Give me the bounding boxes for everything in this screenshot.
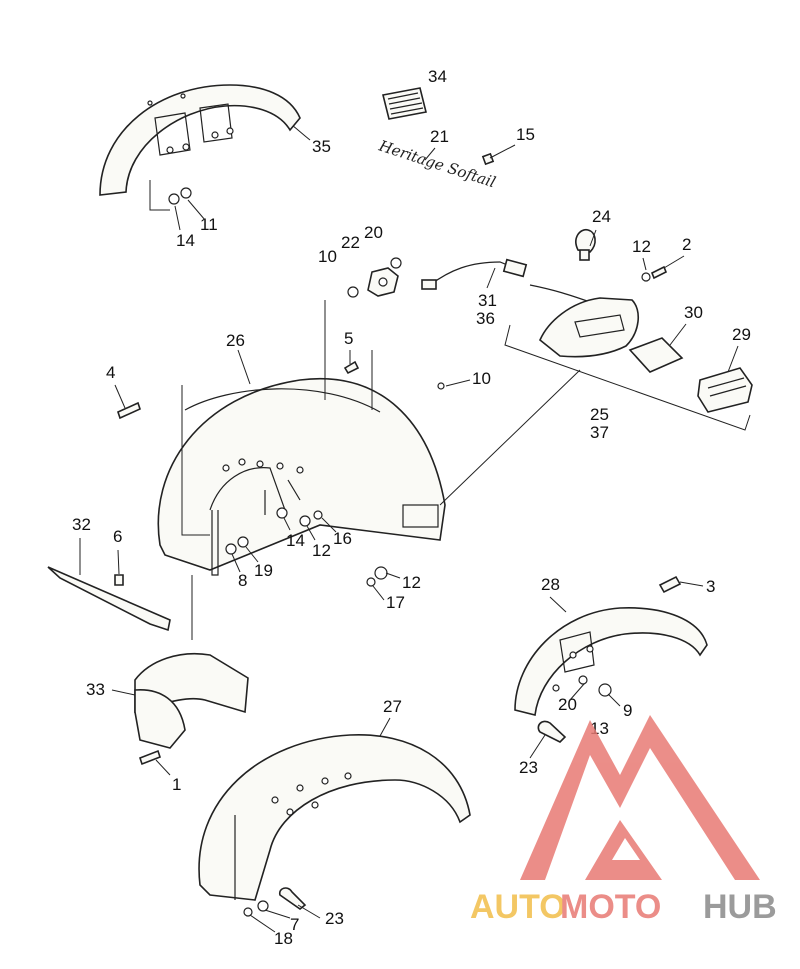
label-9: 9 [623,701,632,720]
label-12b: 12 [312,541,331,560]
strut-32 [47,566,171,632]
front-fender-28 [514,575,708,743]
label-31: 31 [478,291,497,310]
label-28: 28 [541,575,560,594]
wiring-harness-31 [421,258,591,303]
label-27: 27 [383,697,402,716]
label-36: 36 [476,309,495,328]
label-23b: 23 [325,909,344,928]
label-32: 32 [72,515,91,534]
label-8: 8 [238,571,247,590]
label-29: 29 [732,325,751,344]
watermark-auto: AUTO [470,888,566,926]
watermark-hub: HUB [703,888,777,926]
label-16: 16 [333,529,352,548]
label-7: 7 [290,915,299,934]
front-fender-27 [198,734,471,917]
label-22: 22 [341,233,360,252]
label-26: 26 [226,331,245,350]
label-37: 37 [590,423,609,442]
label-10: 10 [318,247,337,266]
front-fender-top [99,84,301,211]
label-20b: 20 [558,695,577,714]
rear-fender-26 [157,300,581,576]
reflector-34 [382,87,427,120]
label-leaders [79,125,739,933]
watermark-moto: MOTO [560,888,661,926]
label-25: 25 [590,405,609,424]
trim-33 [134,575,249,766]
label-14: 14 [176,231,195,250]
label-33: 33 [86,680,105,699]
screw-2-washer-12 [641,265,668,282]
label-34: 34 [428,67,447,86]
label-5: 5 [344,329,353,348]
gasket-30 [628,337,684,373]
bracket-22 [347,257,402,298]
label-30: 30 [684,303,703,322]
label-35: 35 [312,137,331,156]
label-21: 21 [430,127,449,146]
tail-lamp-housing [504,297,751,431]
label-23: 23 [519,758,538,777]
label-2: 2 [682,235,691,254]
lens-29 [697,367,753,413]
label-4: 4 [106,363,115,382]
label-10b: 10 [472,369,491,388]
label-14b: 14 [286,531,305,550]
label-24: 24 [592,207,611,226]
rear-fender-hardware [114,360,445,587]
label-19: 19 [254,561,273,580]
label-12: 12 [632,237,651,256]
label-6: 6 [113,527,122,546]
clip-15 [481,152,495,166]
label-20: 20 [364,223,383,242]
label-3: 3 [706,577,715,596]
bulb-24 [575,228,596,261]
label-18: 18 [274,929,293,948]
label-15: 15 [516,125,535,144]
label-12c: 12 [402,573,421,592]
label-17: 17 [386,593,405,612]
watermark-logo: AUTO MOTO HUB [470,715,777,926]
part-labels: 34 21 15 35 14 11 24 12 2 22 20 10 31 36… [72,67,751,948]
label-1: 1 [172,775,181,794]
